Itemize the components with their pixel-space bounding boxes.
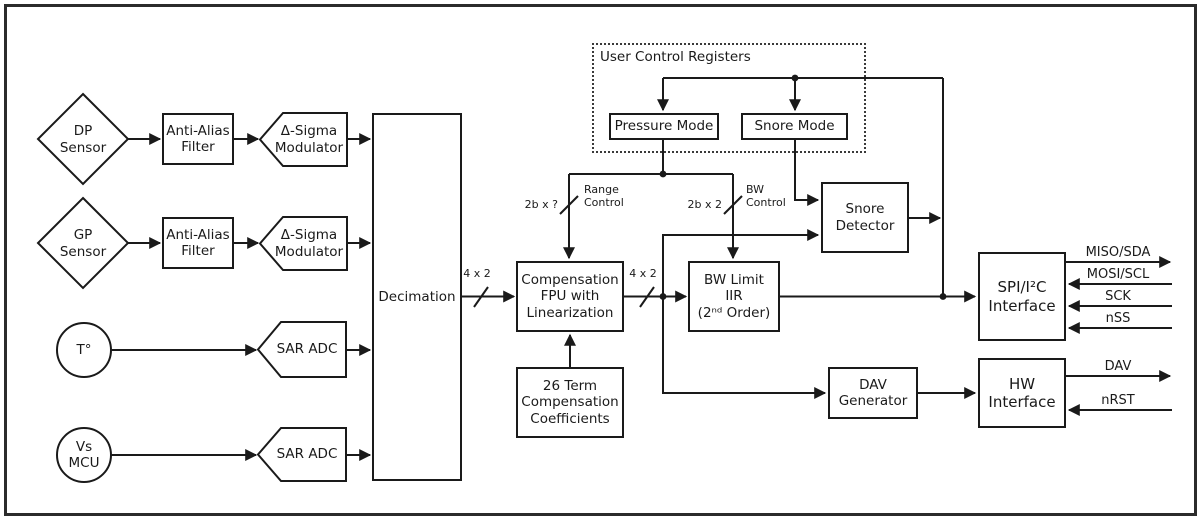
spi-interface-block: SPI/I²C Interface — [978, 252, 1066, 341]
snore-mode-block: Snore Mode — [741, 113, 848, 140]
dp-sensor-diamond — [36, 92, 130, 186]
delta-sigma-2-label: Δ-Sigma Modulator — [274, 227, 344, 260]
junction-dot — [659, 170, 667, 178]
junction-dot — [791, 74, 799, 82]
decimation-block: Decimation — [372, 113, 462, 481]
gp-sensor-diamond — [36, 196, 130, 290]
pressure-mode-block: Pressure Mode — [609, 113, 719, 140]
compensation-fpu-label: Compensation FPU with Linearization — [521, 271, 619, 321]
bus-label-dec-fpu: 4 x 2 — [463, 267, 491, 280]
sar-adc-2-label: SAR ADC — [276, 446, 338, 463]
pressure-mode-label: Pressure Mode — [614, 118, 714, 135]
delta-sigma-1-pentagon — [258, 112, 348, 167]
dav-generator-label: DAV Generator — [838, 376, 908, 409]
pin-label-mosi-scl: MOSI/SCL — [1086, 267, 1150, 282]
junction-dot — [939, 293, 947, 300]
spi-interface-label: SPI/I²C Interface — [988, 278, 1056, 315]
dp-sensor-label: DP Sensor — [59, 123, 107, 156]
pin-label-sck: SCK — [1105, 289, 1131, 304]
delta-sigma-2-pentagon — [258, 216, 348, 271]
pin-label-dav: DAV — [1104, 359, 1132, 374]
snore-detector-label: Snore Detector — [835, 201, 895, 234]
range-control-label: Range Control — [584, 183, 624, 209]
diagram-frame — [4, 4, 1197, 516]
wire-snore-mode-to-detector — [794, 140, 820, 206]
bus-slash-dec-fpu — [473, 286, 489, 308]
anti-alias-filter-2-block: Anti-Alias Filter — [162, 217, 234, 269]
bus-slash-bw — [723, 195, 743, 215]
pin-label-nrst: nRST — [1101, 393, 1135, 408]
user-control-registers-title: User Control Registers — [600, 49, 751, 65]
bw-control-label: BW Control — [746, 183, 786, 209]
pin-label-miso-sda: MISO/SDA — [1085, 245, 1151, 260]
snore-detector-block: Snore Detector — [821, 182, 909, 253]
snore-mode-label: Snore Mode — [754, 118, 835, 135]
bus-slash-fpu-iir — [639, 286, 655, 308]
bw-limit-iir-label: BW Limit IIR (2ⁿᵈ Order) — [697, 271, 771, 321]
junction-dot — [659, 293, 667, 300]
vs-mcu-label: Vs MCU — [68, 438, 100, 471]
sar-adc-2-pentagon — [256, 427, 347, 482]
anti-alias-filter-2-label: Anti-Alias Filter — [166, 226, 230, 259]
dav-generator-block: DAV Generator — [828, 367, 918, 419]
coefficients-block: 26 Term Compensation Coefficients — [516, 367, 624, 438]
sar-adc-1-label: SAR ADC — [276, 341, 338, 358]
anti-alias-filter-1-label: Anti-Alias Filter — [166, 122, 230, 155]
sar-adc-1-pentagon — [256, 321, 347, 378]
hw-interface-block: HW Interface — [978, 358, 1066, 428]
user-control-registers-group — [592, 43, 866, 153]
temp-sensor-label: T° — [76, 341, 92, 358]
delta-sigma-1-label: Δ-Sigma Modulator — [274, 123, 344, 156]
bus-label-fpu-iir: 4 x 2 — [629, 267, 657, 280]
pin-label-nss: nSS — [1105, 311, 1131, 326]
gp-sensor-label: GP Sensor — [59, 227, 107, 260]
wire-branch-to-snore-detector — [662, 229, 820, 297]
compensation-fpu-block: Compensation FPU with Linearization — [516, 261, 624, 332]
decimation-label: Decimation — [378, 288, 456, 305]
bus-label-range-bits: 2b x ? — [524, 198, 558, 211]
bw-limit-iir-block: BW Limit IIR (2ⁿᵈ Order) — [688, 261, 780, 332]
hw-interface-label: HW Interface — [988, 374, 1056, 411]
anti-alias-filter-1-block: Anti-Alias Filter — [162, 113, 234, 165]
bus-slash-range — [559, 195, 579, 215]
bus-label-bw-bits: 2b x 2 — [687, 198, 722, 211]
coefficients-label: 26 Term Compensation Coefficients — [521, 377, 619, 427]
wire-branch-to-dav-generator — [662, 296, 827, 399]
